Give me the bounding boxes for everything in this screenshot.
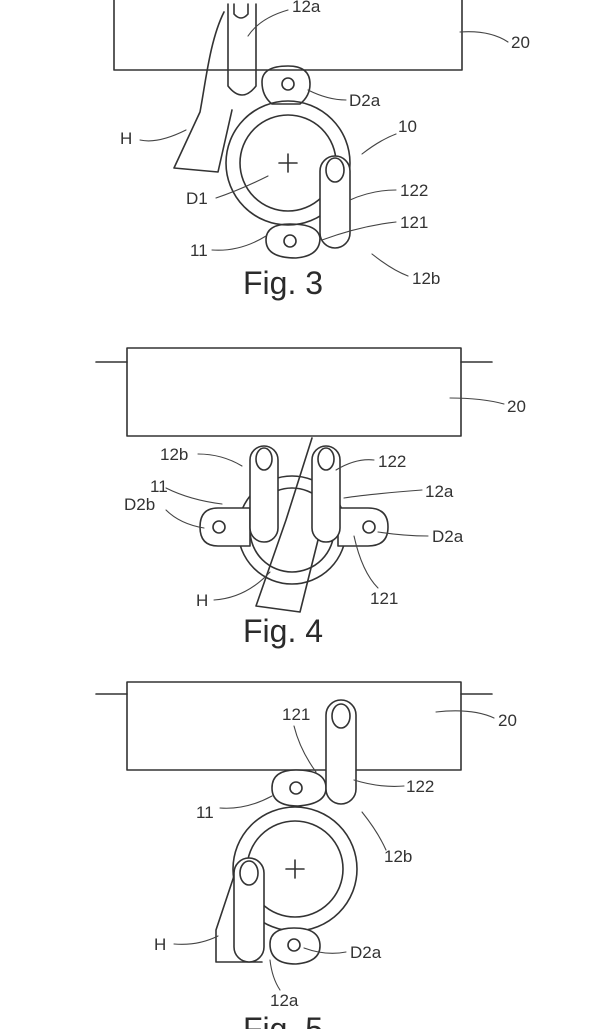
fig4-leader-11 bbox=[165, 487, 223, 505]
fig5-hole-upper bbox=[289, 781, 303, 795]
fig5-caption: Fig. 5 bbox=[243, 1011, 323, 1029]
fig3-leader-h bbox=[139, 129, 187, 142]
fig5-leader-12a bbox=[269, 959, 281, 991]
fig3-label-12b: 12b bbox=[412, 269, 440, 288]
fig5-label-d2a: D2a bbox=[350, 943, 382, 962]
fig4-label-h: H bbox=[196, 591, 208, 610]
fig3-label-d2a: D2a bbox=[349, 91, 381, 110]
fig5-label-122: 122 bbox=[406, 777, 434, 796]
fig4-label-12a: 12a bbox=[425, 482, 454, 501]
fig3-label-121: 121 bbox=[400, 213, 428, 232]
fig4-leader-20 bbox=[449, 397, 505, 405]
figure-3: 20 12a D2a 10 H D1 122 121 11 12b Fig. 3 bbox=[113, 0, 530, 301]
fig4-leader-12a bbox=[343, 489, 423, 499]
fig4-leader-121 bbox=[353, 535, 379, 589]
fig5-upper-plate bbox=[271, 769, 327, 807]
fig4-hand-outline bbox=[255, 437, 319, 613]
fig4-label-d2b: D2b bbox=[124, 495, 155, 514]
fig5-axis-cross bbox=[285, 859, 305, 879]
fig3-label-10: 10 bbox=[398, 117, 417, 136]
fig4-leader-12b bbox=[197, 453, 243, 467]
fig3-leader-122 bbox=[349, 189, 397, 201]
fig5-leader-h bbox=[173, 935, 219, 945]
fig5-label-20: 20 bbox=[498, 711, 517, 730]
fig4-label-d2a: D2a bbox=[432, 527, 464, 546]
fig3-hole-d2a bbox=[281, 77, 295, 91]
fig3-leader-20 bbox=[459, 31, 509, 43]
figure-4: 20 12b 122 11 12a D2b D2a H 121 Fig. 4 bbox=[95, 347, 526, 649]
fig4-hole-d2a bbox=[362, 520, 376, 534]
fig5-finger-12a bbox=[233, 857, 265, 963]
fig5-finger-12a-nail bbox=[239, 860, 259, 886]
fig3-leader-10 bbox=[361, 133, 397, 155]
fig4-label-11: 11 bbox=[150, 477, 168, 496]
fig3-upper-plate bbox=[261, 65, 311, 105]
fig3-leader-121 bbox=[321, 221, 397, 241]
fig3-label-122: 122 bbox=[400, 181, 428, 200]
fig4-finger-12b bbox=[249, 445, 279, 543]
fig5-label-h: H bbox=[154, 935, 166, 954]
fig3-leader-d2a bbox=[307, 89, 347, 101]
fig4-finger-12a bbox=[311, 445, 341, 543]
fig4-label-122: 122 bbox=[378, 452, 406, 471]
fig5-label-12b: 12b bbox=[384, 847, 412, 866]
fig3-thumb-122 bbox=[319, 155, 351, 249]
fig5-leader-12b bbox=[361, 811, 387, 851]
figure-5: 20 121 122 11 12b H D2a 12a Fig. 5 bbox=[95, 681, 517, 1029]
fig3-ring-outer bbox=[225, 100, 351, 226]
fig3-leader-12a bbox=[247, 9, 289, 37]
fig3-label-11: 11 bbox=[190, 241, 208, 260]
fig4-label-20: 20 bbox=[507, 397, 526, 416]
fig3-hole-lower bbox=[283, 234, 297, 248]
fig4-hole-d2b bbox=[212, 520, 226, 534]
fig5-leader-20 bbox=[435, 710, 495, 719]
fig3-finger-12a-tip bbox=[233, 3, 249, 19]
fig5-leader-121 bbox=[293, 725, 317, 773]
fig3-thumb-122-nail bbox=[325, 157, 345, 183]
fig4-label-12b: 12b bbox=[160, 445, 188, 464]
fig4-leader-d2b bbox=[165, 509, 205, 529]
fig5-lower-plate bbox=[269, 927, 321, 965]
fig3-lower-plate bbox=[265, 223, 321, 259]
fig3-label-20: 20 bbox=[511, 33, 530, 52]
fig4-leader-d2a bbox=[377, 531, 429, 537]
fig4-caption: Fig. 4 bbox=[243, 613, 323, 649]
fig4-leader-h bbox=[213, 571, 271, 601]
fig3-leader-d1 bbox=[215, 175, 269, 199]
fig3-leader-11 bbox=[211, 235, 267, 251]
fig5-hand-outline bbox=[215, 869, 263, 963]
fig3-label-d1: D1 bbox=[186, 189, 208, 208]
fig4-finger-12b-nail bbox=[255, 447, 273, 471]
fig3-finger-12a bbox=[227, 3, 257, 96]
fig3-hand-outline bbox=[173, 11, 233, 173]
fig5-hole-d2a bbox=[287, 938, 301, 952]
fig3-axis-d1-cross bbox=[278, 153, 298, 173]
fig3-label-h: H bbox=[120, 129, 132, 148]
fig5-thumb-122 bbox=[325, 699, 357, 805]
fig3-rail-block bbox=[113, 0, 463, 71]
fig3-caption: Fig. 3 bbox=[243, 265, 323, 301]
fig4-label-121: 121 bbox=[370, 589, 398, 608]
fig5-leader-122 bbox=[353, 779, 405, 787]
fig4-finger-12a-nail bbox=[317, 447, 335, 471]
fig4-rail-block bbox=[126, 347, 462, 437]
fig4-leader-122 bbox=[335, 459, 375, 471]
fig5-label-11: 11 bbox=[196, 803, 214, 822]
fig3-leader-12b bbox=[371, 253, 409, 277]
fig5-leader-11 bbox=[219, 795, 273, 809]
fig3-label-12a: 12a bbox=[292, 0, 321, 16]
fig5-label-12a: 12a bbox=[270, 991, 299, 1010]
fig5-label-121: 121 bbox=[282, 705, 310, 724]
fig5-leader-d2a bbox=[303, 947, 347, 954]
fig5-thumb-122-nail bbox=[331, 703, 351, 729]
